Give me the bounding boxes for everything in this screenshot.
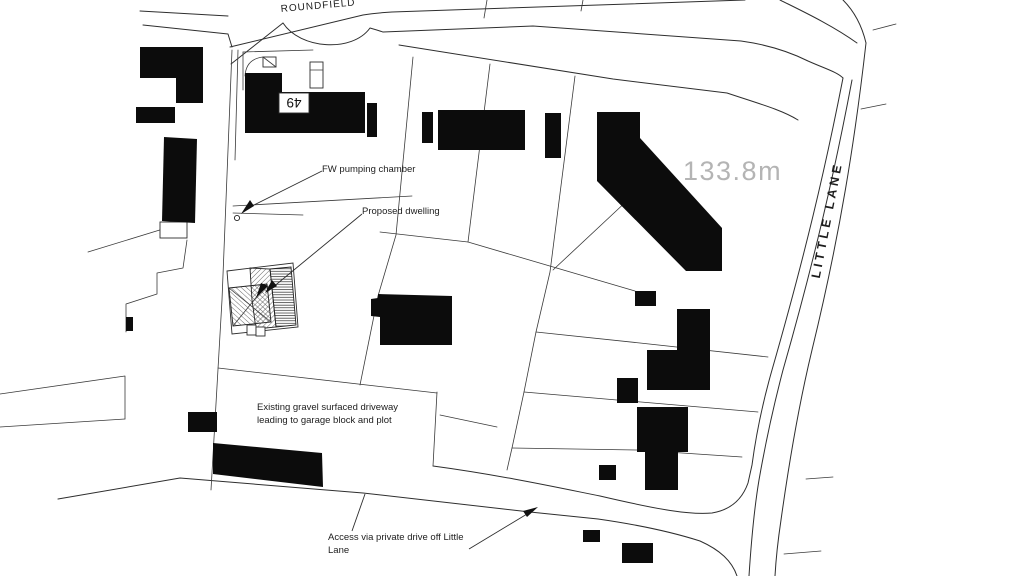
proposed-dwelling-leader — [271, 213, 363, 289]
boundary-line — [359, 56, 414, 386]
building-footprint — [371, 294, 452, 345]
fw-chamber-label: FW pumping chamber — [322, 164, 415, 175]
boundary-line — [506, 75, 576, 471]
driveway-label-line2: leading to garage block and plot — [257, 415, 392, 426]
roundfield-kerb-main — [229, 0, 746, 48]
proposed-dwelling — [226, 262, 299, 337]
building-footprint — [635, 291, 656, 306]
access-label-line2: Lane — [328, 545, 349, 556]
corner-curve-east — [842, 0, 867, 44]
drive-south-edge — [57, 477, 738, 576]
building-footprint — [188, 412, 217, 432]
access-label-line1: Access via private drive off Little — [328, 532, 464, 543]
boundary-line — [0, 375, 126, 420]
lane-tick-1 — [872, 23, 897, 31]
boundary-line — [125, 239, 188, 333]
house-number-text: 49 — [286, 95, 301, 110]
fw-chamber-arrowhead — [241, 200, 254, 214]
plot-tick-top-2 — [580, 0, 584, 12]
building-footprint — [126, 317, 133, 331]
roundfield-turning-head — [282, 22, 384, 46]
buildings — [126, 47, 722, 563]
fw-boundary-line-2 — [232, 212, 304, 216]
access-arrowhead — [523, 507, 538, 517]
proposed-dwelling-label: Proposed dwelling — [362, 206, 440, 217]
garage-plot-north-edge — [217, 367, 438, 394]
building-footprint — [545, 113, 561, 158]
driveway-label-line1: Existing gravel surfaced driveway — [257, 402, 398, 413]
lane-tick-2 — [860, 103, 887, 110]
building-footprint — [422, 112, 433, 143]
garage-block-footprint — [213, 443, 323, 487]
lane-tick-4 — [783, 550, 822, 555]
roundfield-south-kerb — [382, 25, 844, 79]
outbuilding-outline — [159, 221, 188, 239]
building-footprint — [438, 110, 525, 150]
lane-tick-3 — [805, 476, 834, 480]
outbuilding-outline — [309, 61, 324, 89]
proposed-dwelling-arrowhead — [265, 280, 277, 293]
roundfield-street-label: ROUNDFIELD — [280, 0, 356, 15]
fw-chamber-symbol — [233, 214, 241, 222]
little-lane-west-kerb — [432, 77, 844, 514]
house-number-box — [278, 92, 310, 114]
roundfield-north-kerb — [139, 10, 229, 17]
house-number-49: 49 — [278, 92, 310, 114]
building-footprint-angled — [597, 112, 722, 271]
spot-height-label: 133.8m — [683, 156, 782, 186]
building-footprint — [647, 309, 710, 390]
access-leader — [351, 493, 366, 532]
boundary-line — [511, 447, 743, 458]
building-footprint — [637, 407, 688, 490]
boundary-line — [467, 63, 491, 243]
building-footprint — [136, 107, 175, 123]
building-footprint — [617, 378, 638, 403]
rear-fence-line — [398, 44, 799, 121]
roundfield-north-kerb-2 — [142, 24, 233, 48]
building-footprint — [622, 543, 653, 563]
fence-line — [242, 49, 314, 53]
plot-tick-top-1 — [483, 0, 488, 19]
boundary-line — [439, 414, 498, 428]
building-footprint — [162, 137, 197, 223]
shed-diagonal — [262, 56, 277, 68]
little-lane-east-kerb — [774, 42, 867, 576]
dwelling-porch — [255, 326, 266, 337]
boundary-line — [0, 418, 126, 428]
roads — [57, 0, 897, 576]
building-footprint — [599, 465, 616, 480]
boundary-line — [379, 231, 636, 292]
access-arrow-line — [468, 510, 533, 550]
street-names: ROUNDFIELD LITTLE LANE 133.8m — [280, 0, 845, 279]
building-footprint — [583, 530, 600, 542]
fw-boundary-line — [232, 195, 413, 207]
annotations: FW pumping chamber Proposed dwelling Exi… — [233, 164, 538, 556]
fw-chamber-leader — [251, 170, 323, 207]
boundary-line — [535, 331, 769, 358]
building-footprint — [140, 47, 203, 103]
site-west-boundary-inner — [234, 49, 239, 161]
corner-curve-outer — [779, 0, 858, 44]
little-lane-centre-line — [748, 79, 853, 576]
dwelling-porch — [246, 324, 257, 336]
garden-structures — [159, 49, 324, 239]
roof-arrow — [256, 283, 268, 298]
roundfield-south-kerb-west — [230, 22, 284, 65]
boundary-line — [87, 228, 164, 253]
building-footprint — [367, 103, 377, 137]
boundary-line — [432, 391, 438, 467]
